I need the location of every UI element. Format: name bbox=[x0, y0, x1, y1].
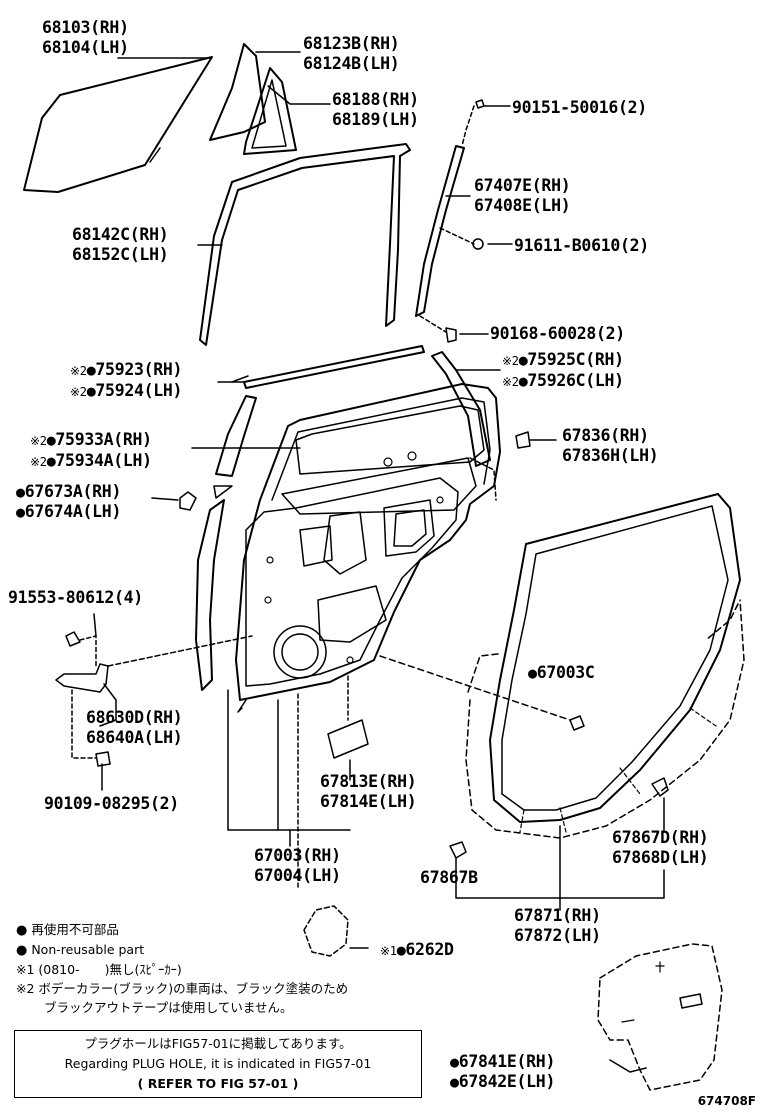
plug-hole-note: プラグホールはFIG57-01に掲載してあります。 Regarding PLUG… bbox=[14, 1030, 422, 1098]
label-75933: ※275933A(RH) ※275934A(LH) bbox=[30, 430, 152, 472]
label-91611: 91611-B0610(2) bbox=[514, 236, 649, 255]
pillar-tape-rear bbox=[431, 351, 491, 467]
label-91553: 91553-80612(4) bbox=[8, 588, 143, 607]
quarter-weatherstrip bbox=[243, 67, 297, 155]
service-cover bbox=[327, 675, 369, 759]
door-glass bbox=[23, 56, 213, 193]
speaker-cover bbox=[297, 693, 349, 957]
legend: ● 再使用不可部品 ● Non-reusable part ※1 (0810- … bbox=[16, 922, 349, 1015]
clip-67836 bbox=[515, 431, 531, 449]
label-90109: 90109-08295(2) bbox=[44, 794, 179, 813]
label-6262d: ※16262D bbox=[380, 940, 454, 961]
division-bar bbox=[415, 99, 485, 343]
figure-number: 674708F bbox=[697, 1094, 756, 1108]
label-67867b: 67867B bbox=[420, 868, 478, 887]
pillar-tape-front bbox=[213, 395, 257, 499]
label-67673: 67673A(RH) 67674A(LH) bbox=[16, 482, 122, 522]
door-panel bbox=[235, 383, 501, 713]
label-75923: ※275923(RH) ※275924(LH) bbox=[70, 360, 182, 402]
leader-lines bbox=[93, 51, 665, 1073]
quarter-glass bbox=[209, 43, 266, 141]
label-68103: 68103(RH) 68104(LH) bbox=[42, 18, 129, 57]
weatherstrip bbox=[489, 493, 741, 823]
label-68123: 68123B(RH) 68124B(LH) bbox=[303, 34, 400, 73]
clip-67867d bbox=[651, 777, 669, 797]
opening-trim bbox=[465, 599, 745, 839]
label-67871: 67871(RH) 67872(LH) bbox=[514, 906, 601, 945]
clip-67003c bbox=[379, 655, 585, 731]
label-67836: 67836(RH) 67836H(LH) bbox=[562, 426, 659, 465]
label-67407: 67407E(RH) 67408E(LH) bbox=[474, 176, 571, 215]
label-67003c: 67003C bbox=[528, 663, 595, 683]
label-67003: 67003(RH) 67004(LH) bbox=[254, 846, 341, 885]
label-75925: ※275925C(RH) ※275926C(LH) bbox=[502, 350, 624, 392]
service-hole-cover bbox=[597, 943, 723, 1091]
glass-run bbox=[199, 143, 411, 346]
clip bbox=[179, 491, 197, 511]
label-68630: 68630D(RH) 68640A(LH) bbox=[86, 708, 183, 747]
label-67841: 67841E(RH) 67842E(LH) bbox=[450, 1052, 556, 1092]
label-90168: 90168-60028(2) bbox=[490, 324, 625, 343]
door-edge bbox=[195, 499, 225, 691]
label-67867d: 67867D(RH) 67868D(LH) bbox=[612, 828, 709, 867]
belt-tape bbox=[231, 345, 425, 389]
label-68142: 68142C(RH) 68152C(LH) bbox=[72, 225, 169, 264]
label-67813: 67813E(RH) 67814E(LH) bbox=[320, 772, 417, 811]
clip-67867b bbox=[449, 841, 467, 859]
label-68188: 68188(RH) 68189(LH) bbox=[332, 90, 419, 129]
label-90151: 90151-50016(2) bbox=[512, 98, 647, 117]
